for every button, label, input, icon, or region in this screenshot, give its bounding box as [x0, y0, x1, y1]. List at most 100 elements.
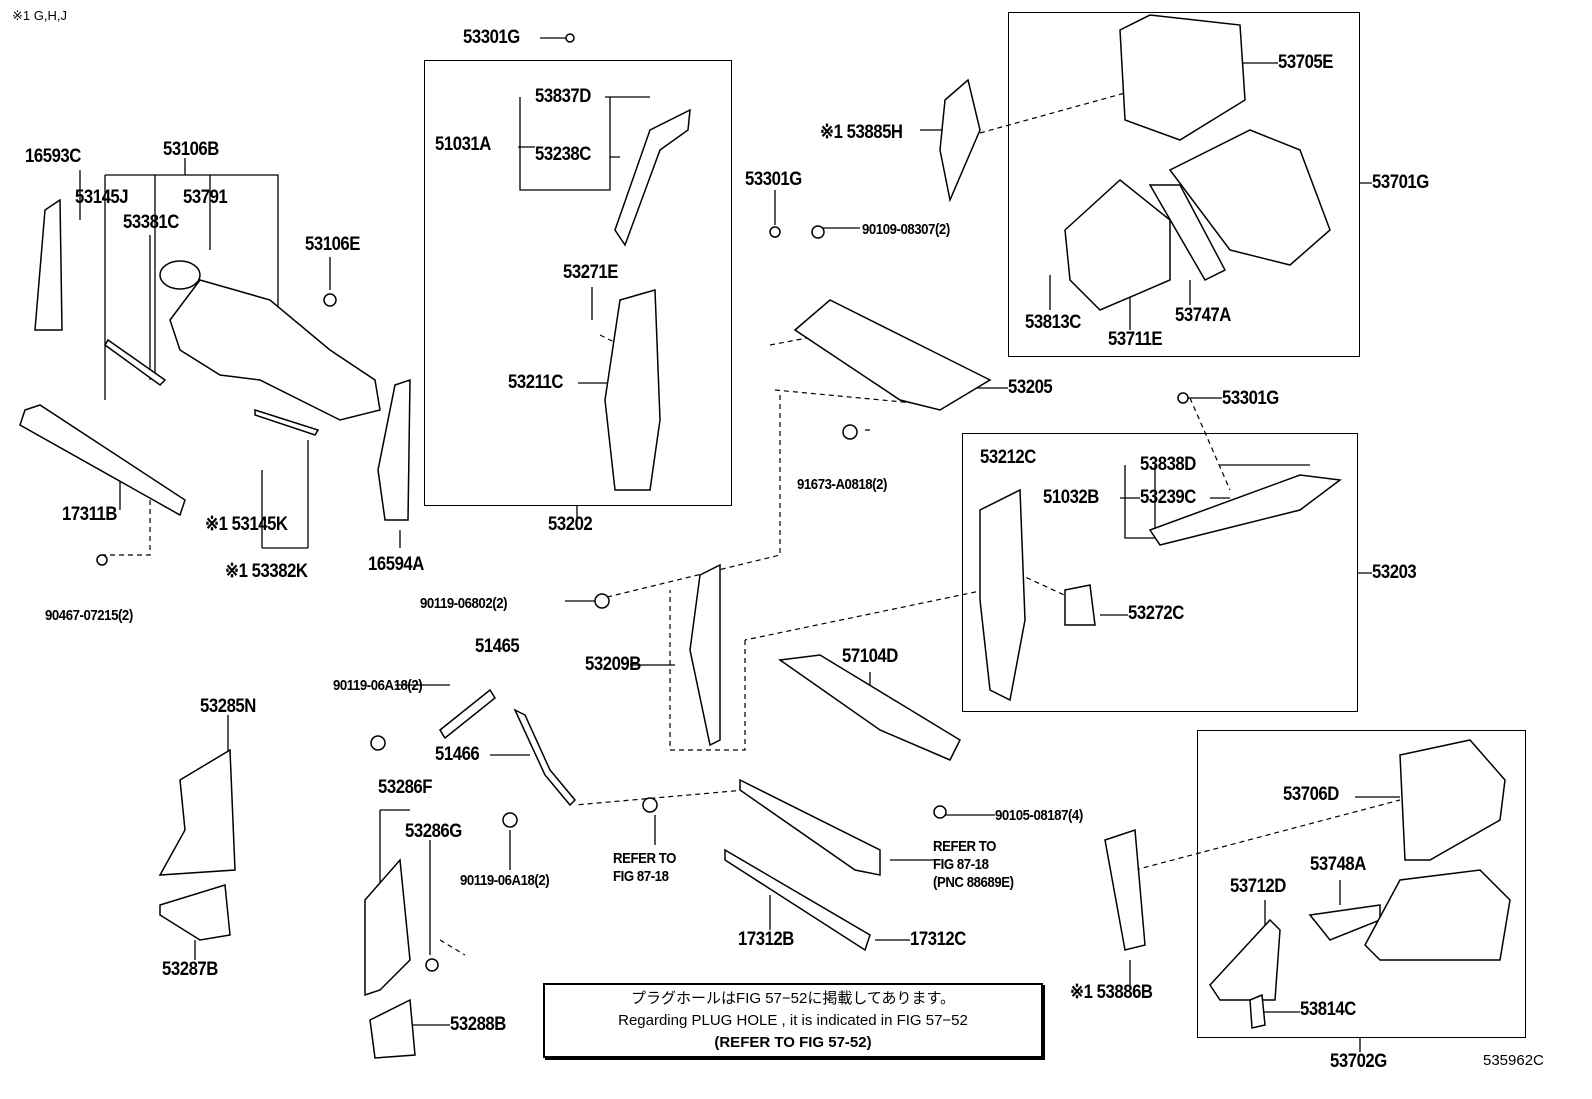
part-label[interactable]: 51031A [435, 134, 491, 155]
part-label[interactable]: 53209B [585, 654, 641, 675]
part-label[interactable]: 17312B [738, 929, 794, 950]
part-label[interactable]: 53705E [1278, 52, 1334, 73]
part-label[interactable]: 90109-08307(2) [862, 221, 950, 238]
bolt [811, 225, 825, 239]
part-label[interactable]: 17312C [910, 929, 966, 950]
part-label[interactable]: 53748A [1310, 854, 1366, 875]
refer-line: (PNC 88689E) [933, 874, 1014, 891]
part-label[interactable]: 53106B [163, 139, 219, 160]
part-label[interactable]: 51466 [435, 744, 480, 765]
part-53791-plug [159, 260, 201, 290]
part-label[interactable]: 53271E [563, 262, 619, 283]
part-label[interactable]: 53837D [535, 86, 591, 107]
part-53705E [1119, 14, 1246, 141]
part-53205 [793, 299, 992, 411]
part-51465 [439, 688, 496, 740]
bolt [642, 797, 658, 813]
part-label[interactable]: 53238C [535, 144, 591, 165]
part-53211C [604, 289, 661, 491]
part-53712D [1209, 918, 1281, 1001]
part-17311B [19, 404, 186, 517]
clip-53301G [565, 33, 575, 43]
part-label[interactable]: 53747A [1175, 305, 1231, 326]
part-label[interactable]: 53285N [200, 696, 256, 717]
part-label[interactable]: ※1 53145K [205, 514, 288, 535]
part-label[interactable]: 53287B [162, 959, 218, 980]
bolt [594, 593, 610, 609]
part-51032B [1148, 474, 1342, 546]
part-label[interactable]: 90119-06A18(2) [460, 872, 550, 889]
part-53706D [1399, 739, 1506, 861]
part-label[interactable]: 53814C [1300, 999, 1356, 1020]
part-53747A [1148, 184, 1227, 281]
part-label[interactable]: 57104D [842, 646, 898, 667]
refer-note-b[interactable]: REFER TO FIG 87-18 (PNC 88689E) [933, 838, 1014, 892]
refer-line: REFER TO [933, 838, 996, 855]
part-label[interactable]: 53838D [1140, 454, 1196, 475]
figure-code: 535962C [1483, 1052, 1544, 1069]
part-label[interactable]: 16594A [368, 554, 424, 575]
part-label[interactable]: 53301G [1222, 388, 1279, 409]
part-label[interactable]: 53202 [548, 514, 593, 535]
part-label[interactable]: 53286G [405, 821, 462, 842]
part-label[interactable]: 53106E [305, 234, 361, 255]
part-label[interactable]: 53286F [378, 777, 433, 798]
part-53288B [369, 998, 416, 1059]
part-label[interactable]: 53239C [1140, 487, 1196, 508]
part-label[interactable]: 53813C [1025, 312, 1081, 333]
part-label[interactable]: ※1 53885H [820, 122, 903, 143]
part-53701G [1168, 129, 1331, 266]
part-label[interactable]: 53791 [183, 187, 228, 208]
part-label[interactable]: 53288B [450, 1014, 506, 1035]
part-57104D [777, 654, 961, 761]
part-label[interactable]: ※1 53382K [225, 561, 308, 582]
group-frame-53202 [424, 60, 732, 506]
refer-line: FIG 87-18 [613, 868, 669, 885]
part-53106B-cover [169, 279, 381, 421]
part-53885H [939, 78, 981, 203]
part-label[interactable]: 53701G [1372, 172, 1429, 193]
part-label[interactable]: 53272C [1128, 603, 1184, 624]
part-label[interactable]: ※1 53886B [1070, 982, 1153, 1003]
part-label[interactable]: 53211C [508, 372, 564, 393]
part-label[interactable]: 51032B [1043, 487, 1099, 508]
part-label[interactable]: 16593C [25, 146, 81, 167]
part-51466 [513, 708, 577, 807]
bolt [933, 805, 947, 819]
note-reference[interactable]: (REFER TO FIG 57-52) [714, 1034, 872, 1051]
part-label[interactable]: 90467-07215(2) [45, 607, 133, 624]
bolt [425, 958, 439, 972]
refer-note-a[interactable]: REFER TO FIG 87-18 [613, 850, 676, 886]
part-label[interactable]: 53381C [123, 212, 179, 233]
part-label[interactable]: 53212C [980, 447, 1036, 468]
part-label[interactable]: 90105-08187(4) [995, 807, 1083, 824]
part-label[interactable]: 90119-06802(2) [420, 595, 508, 612]
part-label[interactable]: 53301G [745, 169, 802, 190]
group-frame-53701G [1008, 12, 1360, 357]
part-label[interactable]: 17311B [62, 504, 118, 525]
part-reinforcement [739, 778, 881, 876]
part-label[interactable]: 53203 [1372, 562, 1417, 583]
group-frame-53702G [1197, 730, 1526, 1038]
part-label[interactable]: 90119-06A18(2) [333, 677, 423, 694]
bolt [842, 424, 858, 440]
part-label[interactable]: 91673-A0818(2) [797, 476, 887, 493]
part-17312B [724, 848, 871, 952]
part-label[interactable]: 53706D [1283, 784, 1339, 805]
part-53145J [104, 338, 167, 386]
part-label[interactable]: 53145J [75, 187, 129, 208]
part-label[interactable]: 53301G [463, 27, 520, 48]
part-label[interactable]: 53712D [1230, 876, 1286, 897]
bolt [502, 812, 518, 828]
part-label[interactable]: 51465 [475, 636, 520, 657]
part-53272C [1064, 584, 1096, 626]
plug-hole-note-box: プラグホールはFIG 57−52に掲載してあります。 Regarding PLU… [543, 983, 1043, 1058]
part-label[interactable]: 53205 [1008, 377, 1053, 398]
clip-53301G-c [1177, 392, 1189, 404]
part-label[interactable]: 53711E [1108, 329, 1163, 350]
part-label[interactable]: 53702G [1330, 1051, 1387, 1072]
clip [323, 293, 337, 307]
part-53287B [159, 884, 231, 941]
